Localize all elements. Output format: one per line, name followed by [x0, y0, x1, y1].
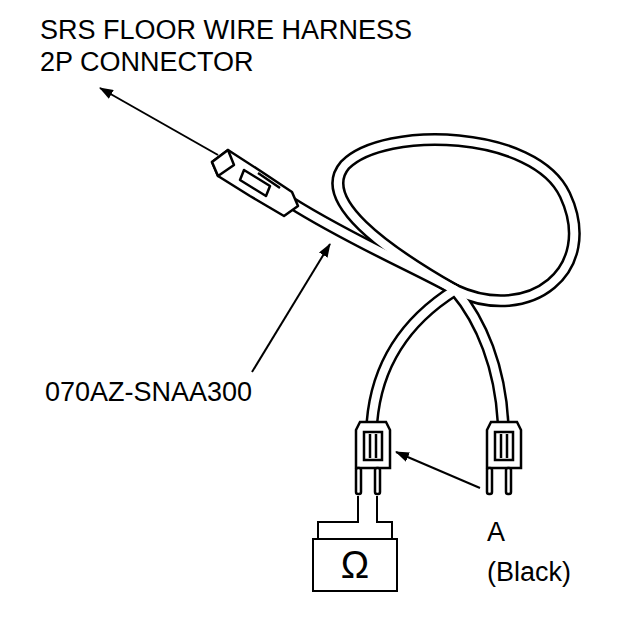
test-plug: [487, 422, 521, 494]
test-plug: [356, 422, 390, 494]
part-name: SRS FLOOR WIRE HARNESS 2P CONNECTOR: [40, 14, 432, 78]
floor-connector: [212, 150, 298, 216]
callout-letter: A (Black): [487, 512, 595, 592]
cable: [290, 140, 574, 422]
ohm-symbol: Ω: [341, 545, 369, 585]
part-number: 070AZ-SNAA300: [45, 376, 285, 408]
meter-lead: [318, 496, 392, 540]
ohmmeter-box: Ω: [312, 538, 398, 592]
leader-line: [100, 88, 480, 488]
